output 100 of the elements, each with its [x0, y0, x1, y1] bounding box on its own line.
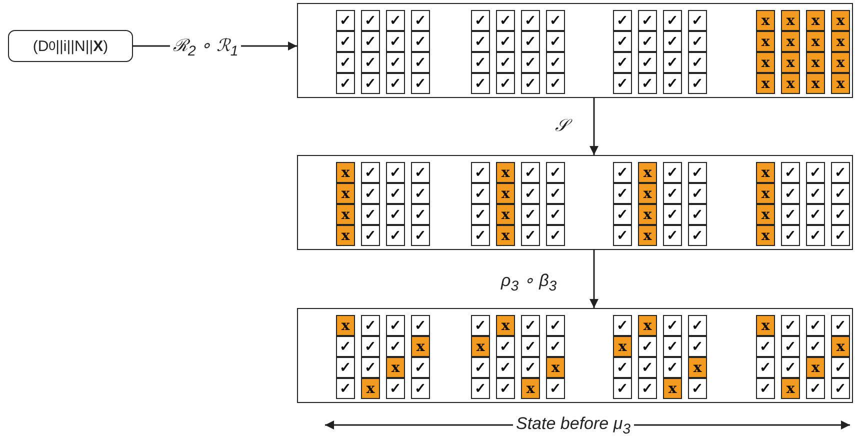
state-cell: ✓	[496, 73, 515, 94]
state-cell: ✓	[638, 52, 657, 73]
state-cell: x	[756, 225, 775, 246]
state-cell: ✓	[688, 225, 707, 246]
state-cell: ✓	[638, 336, 657, 357]
state-cell: ✓	[411, 357, 430, 378]
state-cell: ✓	[336, 31, 355, 52]
state-cell: ✓	[361, 31, 380, 52]
state-cell: ✓	[613, 73, 632, 94]
state-panel	[297, 308, 853, 403]
state-cell: ✓	[521, 52, 540, 73]
state-cell: ✓	[613, 162, 632, 183]
state-cell: ✓	[613, 183, 632, 204]
state-cell: ✓	[521, 315, 540, 336]
state-cell: x	[361, 378, 380, 399]
state-cell: ✓	[638, 378, 657, 399]
state-cell: x	[806, 52, 825, 73]
state-cell: ✓	[781, 183, 800, 204]
state-cell: ✓	[361, 52, 380, 73]
state-cell: ✓	[386, 183, 405, 204]
state-cell: ✓	[638, 31, 657, 52]
state-cell: ✓	[546, 204, 565, 225]
state-cell: ✓	[411, 225, 430, 246]
state-cell: ✓	[386, 378, 405, 399]
state-cell: ✓	[546, 315, 565, 336]
state-cell: ✓	[613, 357, 632, 378]
state-cell: ✓	[496, 336, 515, 357]
state-cell: x	[638, 204, 657, 225]
arrow	[590, 250, 598, 308]
state-panel	[297, 155, 853, 250]
state-cell: ✓	[688, 162, 707, 183]
state-cell: ✓	[496, 378, 515, 399]
state-cell: ✓	[613, 204, 632, 225]
state-cell: x	[336, 204, 355, 225]
state-cell: x	[496, 315, 515, 336]
state-cell: ✓	[688, 378, 707, 399]
state-cell: x	[546, 357, 565, 378]
state-cell: ✓	[386, 204, 405, 225]
state-cell: ✓	[496, 10, 515, 31]
state-cell: ✓	[663, 10, 682, 31]
state-cell: ✓	[471, 315, 490, 336]
state-cell: x	[831, 336, 850, 357]
state-cell: ✓	[831, 204, 850, 225]
state-cell: ✓	[471, 378, 490, 399]
state-cell: ✓	[781, 204, 800, 225]
state-cell: ✓	[496, 52, 515, 73]
state-cell: ✓	[638, 357, 657, 378]
state-cell: ✓	[471, 183, 490, 204]
state-cell: ✓	[663, 31, 682, 52]
state-cell: ✓	[336, 378, 355, 399]
state-cell: ✓	[361, 357, 380, 378]
state-cell: ✓	[521, 225, 540, 246]
state-cell: ✓	[546, 162, 565, 183]
state-cell: ✓	[806, 315, 825, 336]
state-cell: ✓	[386, 10, 405, 31]
state-cell: ✓	[831, 315, 850, 336]
state-cell: ✓	[386, 31, 405, 52]
state-cell: ✓	[663, 162, 682, 183]
state-cell: ✓	[361, 183, 380, 204]
state-cell: x	[756, 162, 775, 183]
state-cell: ✓	[361, 225, 380, 246]
state-cell: ✓	[613, 10, 632, 31]
state-cell: ✓	[496, 31, 515, 52]
state-cell: ✓	[361, 10, 380, 31]
state-cell: ✓	[781, 357, 800, 378]
state-cell: ✓	[546, 31, 565, 52]
state-cell: ✓	[521, 10, 540, 31]
state-cell: ✓	[663, 52, 682, 73]
state-cell: x	[806, 357, 825, 378]
state-cell: ✓	[806, 225, 825, 246]
state-cell: ✓	[386, 336, 405, 357]
state-cell: x	[386, 357, 405, 378]
state-cell: ✓	[688, 10, 707, 31]
state-cell: x	[638, 315, 657, 336]
state-cell: ✓	[386, 162, 405, 183]
state-cell: ✓	[471, 73, 490, 94]
state-cell: ✓	[546, 10, 565, 31]
state-cell: ✓	[756, 336, 775, 357]
state-cell: ✓	[613, 52, 632, 73]
state-cell: x	[831, 52, 850, 73]
state-cell: ✓	[546, 336, 565, 357]
state-cell: ✓	[546, 183, 565, 204]
state-panel	[297, 3, 853, 98]
state-cell: ✓	[546, 73, 565, 94]
state-cell: ✓	[411, 378, 430, 399]
state-cell: ✓	[688, 31, 707, 52]
state-cell: x	[471, 336, 490, 357]
state-cell: ✓	[471, 162, 490, 183]
state-cell: ✓	[781, 225, 800, 246]
state-cell: x	[806, 31, 825, 52]
state-cell: x	[781, 10, 800, 31]
state-cell: x	[638, 225, 657, 246]
state-cell: ✓	[361, 336, 380, 357]
state-cell: x	[336, 225, 355, 246]
state-cell: ✓	[638, 10, 657, 31]
state-cell: x	[831, 31, 850, 52]
state-cell: ✓	[471, 10, 490, 31]
state-cell: ✓	[663, 73, 682, 94]
state-cell: ✓	[411, 73, 430, 94]
state-cell: ✓	[361, 204, 380, 225]
